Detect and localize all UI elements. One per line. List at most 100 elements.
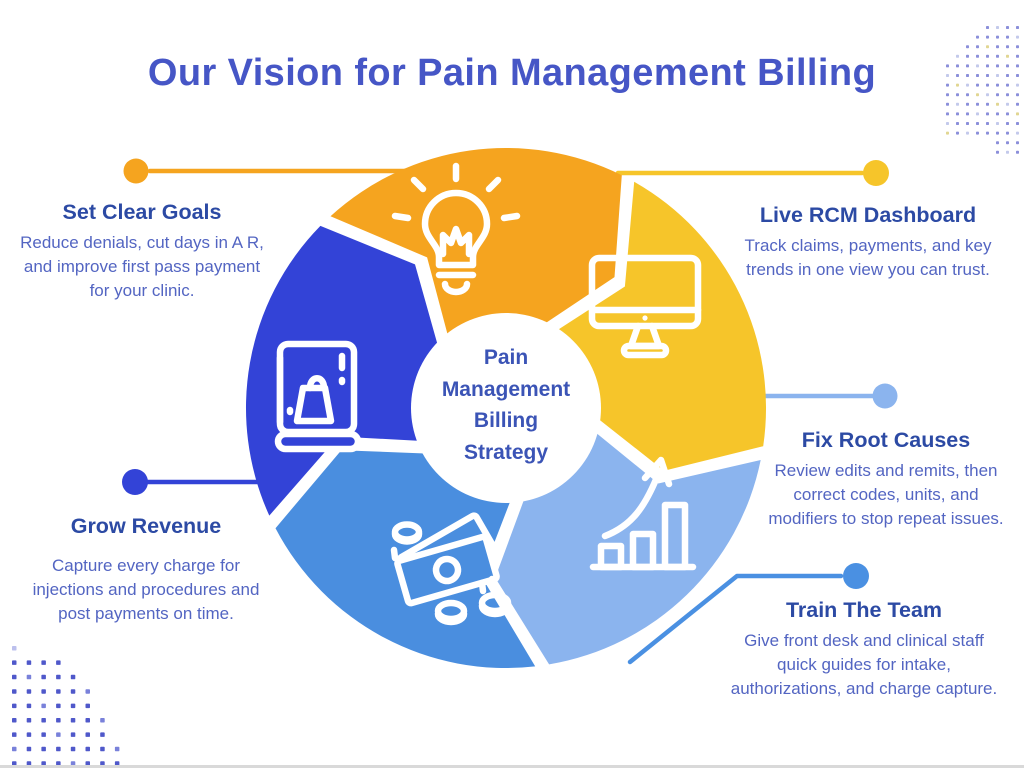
decor-dot: [946, 112, 949, 116]
decor-dot: [996, 35, 999, 39]
section-grow-revenue: Grow Revenue Capture every charge for in…: [10, 514, 282, 626]
decor-dot: [26, 746, 32, 752]
decor-dot: [1016, 83, 1019, 87]
decor-dot: [41, 746, 46, 752]
decor-dot: [26, 660, 32, 665]
decor-dot: [114, 761, 120, 766]
decor-dot: [41, 674, 46, 680]
decor-dot: [12, 674, 17, 680]
decor-dot: [986, 45, 989, 49]
decor-dot: [966, 74, 969, 77]
decor-dot: [1016, 150, 1019, 154]
money-icon: [390, 512, 512, 626]
decor-dot: [966, 112, 969, 116]
decor-dot: [41, 689, 46, 694]
decor-dot: [976, 64, 979, 68]
decor-dot: [996, 141, 999, 145]
decor-dot: [986, 26, 989, 29]
section-set-clear-goals: Set Clear Goals Reduce denials, cut days…: [2, 200, 282, 303]
decor-dot: [41, 703, 46, 709]
decor-dot: [956, 83, 959, 87]
decor-dot: [976, 122, 979, 125]
decor-dot: [1016, 74, 1019, 77]
decor-dot: [956, 54, 959, 58]
decor-dot: [56, 746, 61, 752]
decor-dot: [1016, 102, 1019, 106]
decor-dot: [1016, 131, 1019, 135]
decor-dot: [986, 122, 989, 125]
decor-dot: [956, 64, 959, 68]
decor-dot: [85, 746, 90, 752]
decor-dot: [1006, 54, 1009, 58]
decor-dot: [1006, 83, 1009, 87]
decor-dot: [956, 74, 959, 77]
wheel-center-label: Pain Management Billing Strategy: [441, 346, 571, 464]
decor-dot: [1006, 35, 1009, 39]
decor-dot: [996, 83, 999, 87]
section-body: Review edits and remits, then correct co…: [768, 461, 1004, 529]
decor-dot: [976, 54, 979, 58]
decor-dot: [26, 761, 32, 766]
decor-dot: [100, 746, 105, 752]
decor-dot: [976, 112, 979, 116]
decor-dot: [70, 746, 76, 752]
section-heading: Grow Revenue: [70, 514, 222, 538]
decor-dot: [966, 102, 969, 106]
decor-dot: [946, 93, 949, 97]
section-heading: Live RCM Dashboard: [759, 203, 977, 227]
decor-dot: [1016, 122, 1019, 125]
page-title: Our Vision for Pain Management Billing: [147, 52, 877, 94]
connector-dot-train-the-team: [843, 563, 869, 589]
lightbulb-icon: [391, 162, 521, 296]
decor-dot: [1016, 93, 1019, 97]
decor-dot: [1016, 35, 1019, 39]
decor-dot: [976, 35, 979, 39]
decor-dot: [1006, 45, 1009, 49]
decor-dot: [41, 718, 46, 723]
decor-dot: [114, 746, 120, 752]
decor-dot: [986, 83, 989, 87]
decor-dot: [996, 64, 999, 68]
decor-dot: [12, 718, 17, 723]
wheel-segment-root-causes: [495, 430, 761, 665]
decor-dot: [956, 93, 959, 97]
section-body: Track claims, payments, and key trends i…: [744, 236, 992, 280]
decor-dot: [966, 45, 969, 49]
section-body: Capture every charge for injections and …: [32, 556, 260, 624]
decor-dot: [966, 122, 969, 125]
section-train-the-team: Train The Team Give front desk and clini…: [710, 598, 1018, 701]
decor-dot: [12, 761, 17, 766]
decor-dot: [100, 732, 105, 737]
decor-dot: [946, 74, 949, 77]
decor-dot: [996, 122, 999, 125]
decor-dot: [986, 64, 989, 68]
connector-dot-live-rcm-dashboard: [863, 160, 889, 186]
decor-dot: [56, 732, 61, 737]
decor-dot: [26, 718, 32, 723]
book-icon: [274, 340, 362, 453]
decor-dot: [41, 660, 46, 665]
decor-dot: [966, 54, 969, 58]
decor-dot: [26, 703, 32, 709]
decor-dot: [956, 122, 959, 125]
decor-dot: [56, 660, 61, 665]
decor-dot: [12, 646, 17, 651]
decor-dot: [41, 761, 46, 766]
decor-dot: [1016, 26, 1019, 29]
decor-dot: [56, 674, 61, 680]
decor-dot: [1006, 122, 1009, 125]
decor-dot: [1006, 26, 1009, 29]
decor-dot: [986, 35, 989, 39]
decor-dot: [12, 746, 17, 752]
decor-dot: [976, 131, 979, 135]
decor-dot: [986, 93, 989, 97]
growth-chart-icon: [589, 456, 697, 571]
decor-dot: [946, 64, 949, 68]
bottom-border: [0, 765, 1024, 768]
decor-dot: [70, 689, 76, 694]
decor-dot: [85, 761, 90, 766]
decor-dot: [26, 689, 32, 694]
decor-dot: [12, 689, 17, 694]
